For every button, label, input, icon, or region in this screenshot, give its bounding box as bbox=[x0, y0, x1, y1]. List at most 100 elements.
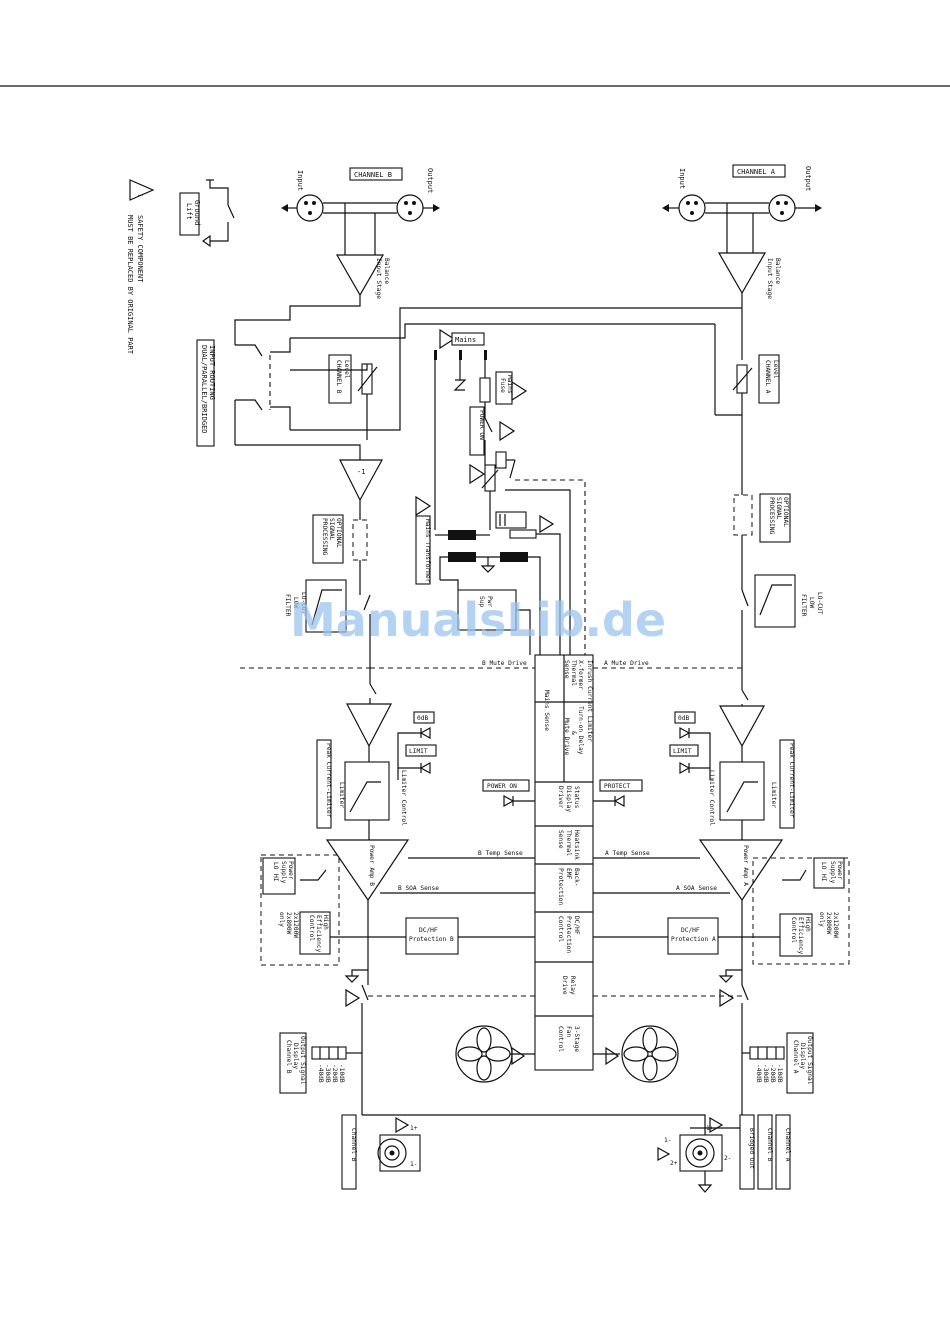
display-a-line1: Output Signal bbox=[806, 1036, 813, 1085]
optional-a-line1: OPTIONAL bbox=[782, 497, 789, 527]
peak-limiter-a-label: Peak Current-Limiter bbox=[788, 743, 795, 818]
ground-lift-line1: Ground bbox=[193, 200, 201, 225]
he-b-line3: Control bbox=[308, 915, 315, 941]
output-ground-icon bbox=[697, 1184, 713, 1193]
backemf-line2: EMF bbox=[565, 868, 572, 879]
transformer-secondary-2 bbox=[500, 552, 528, 562]
supply-b-box bbox=[262, 857, 296, 895]
optional-a-line3: PROCESSING bbox=[768, 497, 775, 535]
dchf-a-line2: Protection A bbox=[671, 936, 716, 943]
speakon-b-warning-icon bbox=[395, 1116, 410, 1134]
input-routing: INPUT ROUTING DUAL/PARALLEL/BRIDGED bbox=[196, 339, 216, 447]
channel-a-title-box bbox=[732, 164, 786, 178]
level-b-line2: CHANNEL B bbox=[335, 360, 342, 394]
a-soa-sense: A SOA Sense bbox=[676, 885, 717, 892]
display-b-db0: -10dB bbox=[338, 1064, 345, 1083]
model-b-line2: 2x800W bbox=[285, 912, 292, 935]
a-mute-drive: A Mute Drive bbox=[604, 660, 649, 667]
mains-fuse bbox=[479, 377, 491, 403]
thermal-warning-icon bbox=[539, 514, 555, 534]
ptc-warning-icon bbox=[469, 463, 486, 485]
zero-db-a: 0dB bbox=[678, 715, 689, 722]
fuse-line2: Fuse bbox=[499, 378, 506, 393]
power-supply-box bbox=[457, 589, 517, 631]
b-soa-sense: B SOA Sense bbox=[398, 885, 439, 892]
display-b-box bbox=[279, 1032, 307, 1094]
supply-b-lo: LO bbox=[272, 862, 279, 870]
mains-power-on: POWER ON bbox=[478, 410, 485, 440]
level-a-line1: Level bbox=[772, 360, 779, 379]
dchf-b-line1: DC/HF bbox=[419, 927, 438, 934]
inrush-ptc bbox=[484, 464, 496, 492]
display-a-db1: -20dB bbox=[769, 1064, 776, 1083]
power-amp-b-label: Power Amp B bbox=[368, 845, 375, 886]
fuse-line1: Mains bbox=[506, 375, 513, 394]
fan-a-warning-icon bbox=[605, 1046, 620, 1066]
lowcut-a-line1: LO-CUT bbox=[816, 592, 823, 615]
warning-triangle-icon bbox=[129, 179, 155, 201]
power-on-led-box bbox=[482, 779, 530, 792]
supply-line2: Sup bbox=[478, 596, 485, 607]
speakon-a-warning2-icon bbox=[657, 1146, 671, 1162]
led-limit-b-icon bbox=[419, 761, 431, 775]
power-on-led-icon bbox=[503, 794, 515, 808]
speakon-b-label: Channel B bbox=[350, 1128, 357, 1162]
supply-b-hi: HI bbox=[272, 874, 279, 882]
transformer-ground-icon bbox=[480, 565, 496, 573]
transformer-secondary-1 bbox=[448, 552, 476, 562]
xlr-output-b-icon bbox=[396, 194, 424, 222]
watermark: ManualsLib.de bbox=[290, 593, 666, 647]
limit-a: LIMIT bbox=[673, 748, 692, 755]
led-power-on: POWER ON bbox=[487, 783, 517, 790]
limit-b-box bbox=[405, 744, 437, 757]
model-a-line2: 2x800W bbox=[825, 912, 832, 935]
speakon-a-2minus: 2- bbox=[724, 1155, 731, 1162]
balance-b-line1: Balance bbox=[383, 258, 390, 284]
dchf-b-line2: Protection B bbox=[409, 936, 454, 943]
channel-b-output-label: Output bbox=[426, 168, 434, 193]
mains-section: Mains Mains Fuse POWER ON Mains Transfor… bbox=[415, 328, 586, 655]
peak-limiter-a-box bbox=[779, 739, 795, 829]
channel-a-chain: Level CHANNEL A OPTIONAL SIGNAL PROCESSI… bbox=[669, 354, 823, 1120]
display-b-line1: Output Signal bbox=[299, 1036, 306, 1085]
preamp-b bbox=[346, 703, 392, 748]
he-b-box bbox=[299, 911, 331, 955]
fan-a-icon bbox=[621, 1025, 679, 1083]
dchf-line1: DC/HF bbox=[573, 916, 580, 935]
model-b-line3: only bbox=[278, 912, 285, 927]
optional-a-line2: SIGNAL bbox=[775, 497, 782, 520]
optional-a-box bbox=[759, 493, 791, 543]
b-temp-sense: B Temp Sense bbox=[478, 850, 523, 857]
led-protect: PROTECT bbox=[604, 783, 630, 790]
dchf-line3: Control bbox=[557, 916, 564, 942]
speakon-a-label-box bbox=[775, 1114, 791, 1190]
supply-b-line2: Supply bbox=[280, 861, 287, 884]
fan-b-icon bbox=[455, 1025, 513, 1083]
speakon-a-warning-icon bbox=[709, 1116, 724, 1134]
xlr-output-a-icon bbox=[768, 194, 796, 222]
speakon-a-1minus: 1- bbox=[664, 1137, 671, 1144]
fan-line1: 3-Stage bbox=[573, 1026, 580, 1052]
supply-a-hi: HI bbox=[820, 874, 827, 882]
ground-a-icon bbox=[718, 975, 734, 983]
zero-db-b-box bbox=[413, 711, 435, 724]
display-b-line2: Display bbox=[292, 1043, 299, 1069]
optional-b-line1: OPTIONAL bbox=[335, 518, 342, 548]
led-0db-b-icon bbox=[419, 726, 431, 740]
channel-a-title: CHANNEL A bbox=[737, 168, 776, 176]
relay-b-warning-icon bbox=[345, 988, 361, 1008]
lowcut-a-box bbox=[754, 574, 796, 628]
speakon-2-label-box bbox=[757, 1114, 773, 1190]
turnon-line2: & bbox=[570, 731, 577, 735]
limiter-control-a: Limiter Control bbox=[708, 770, 715, 826]
led-0db-a-icon bbox=[679, 726, 691, 740]
model-a-line3: only bbox=[818, 912, 825, 927]
backemf-line1: Back- bbox=[573, 868, 580, 887]
mains-warning-icon bbox=[439, 328, 456, 350]
input-routing-modes: DUAL/PARALLEL/BRIDGED bbox=[200, 345, 208, 434]
bridged-label: Bridged Out bbox=[748, 1128, 755, 1169]
display-b: Output Signal Display Channel B -10dB -2… bbox=[279, 1032, 362, 1094]
control-lines: A Mute Drive B Mute Drive A Temp Sense B… bbox=[240, 660, 742, 1055]
balance-a-line2: Input Stage bbox=[766, 258, 773, 299]
